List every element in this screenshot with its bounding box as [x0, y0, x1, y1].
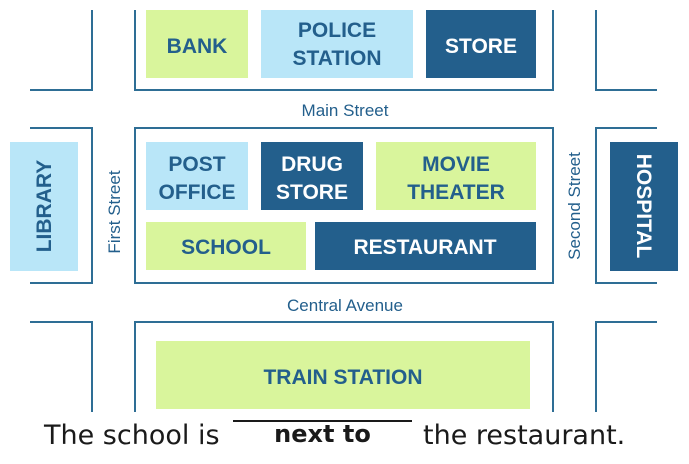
movie-theater-label-line2: THEATER — [407, 181, 505, 204]
library-label: LIBRARY — [33, 160, 56, 253]
post-office-label-line1: POST — [168, 153, 225, 176]
post-office-label-line2: OFFICE — [159, 181, 236, 204]
police-station-label-line1: POLICE — [298, 19, 376, 42]
school-label: SCHOOL — [181, 236, 271, 259]
blank-underline — [233, 420, 412, 422]
school-block — [146, 222, 306, 270]
drug-store-label-line1: DRUG — [281, 153, 343, 176]
sentence-after: the restaurant. — [423, 420, 626, 451]
police-station-block — [261, 10, 413, 78]
city-map: BANK POLICE STATION STORE LIBRARY POST O… — [10, 10, 678, 412]
hospital-label: HOSPITAL — [632, 154, 655, 259]
post-office-block — [146, 142, 248, 210]
drug-store-label-line2: STORE — [276, 181, 348, 204]
answer-blank: next to — [233, 410, 412, 454]
police-station-label-line2: STATION — [292, 47, 381, 70]
sentence-before: The school is — [44, 420, 220, 451]
road-outlines — [30, 10, 657, 412]
restaurant-label: RESTAURANT — [353, 236, 496, 259]
drug-store-block — [261, 142, 363, 210]
bank-label: BANK — [167, 35, 228, 58]
hospital-block — [610, 142, 678, 271]
store-block — [426, 10, 536, 78]
movie-theater-label-line1: MOVIE — [422, 153, 490, 176]
second-street-label: Second Street — [565, 152, 584, 260]
bank-block — [146, 10, 248, 78]
train-station-block — [156, 341, 530, 409]
restaurant-block — [315, 222, 536, 270]
first-street-label: First Street — [105, 170, 124, 253]
answer-text: next to — [274, 420, 371, 448]
main-street-label: Main Street — [302, 101, 389, 120]
central-avenue-label: Central Avenue — [287, 296, 403, 315]
question-sentence: The school is next to the restaurant. — [0, 410, 689, 464]
store-label: STORE — [445, 35, 517, 58]
movie-theater-block — [376, 142, 536, 210]
library-block — [10, 142, 78, 271]
train-station-label: TRAIN STATION — [263, 366, 422, 389]
